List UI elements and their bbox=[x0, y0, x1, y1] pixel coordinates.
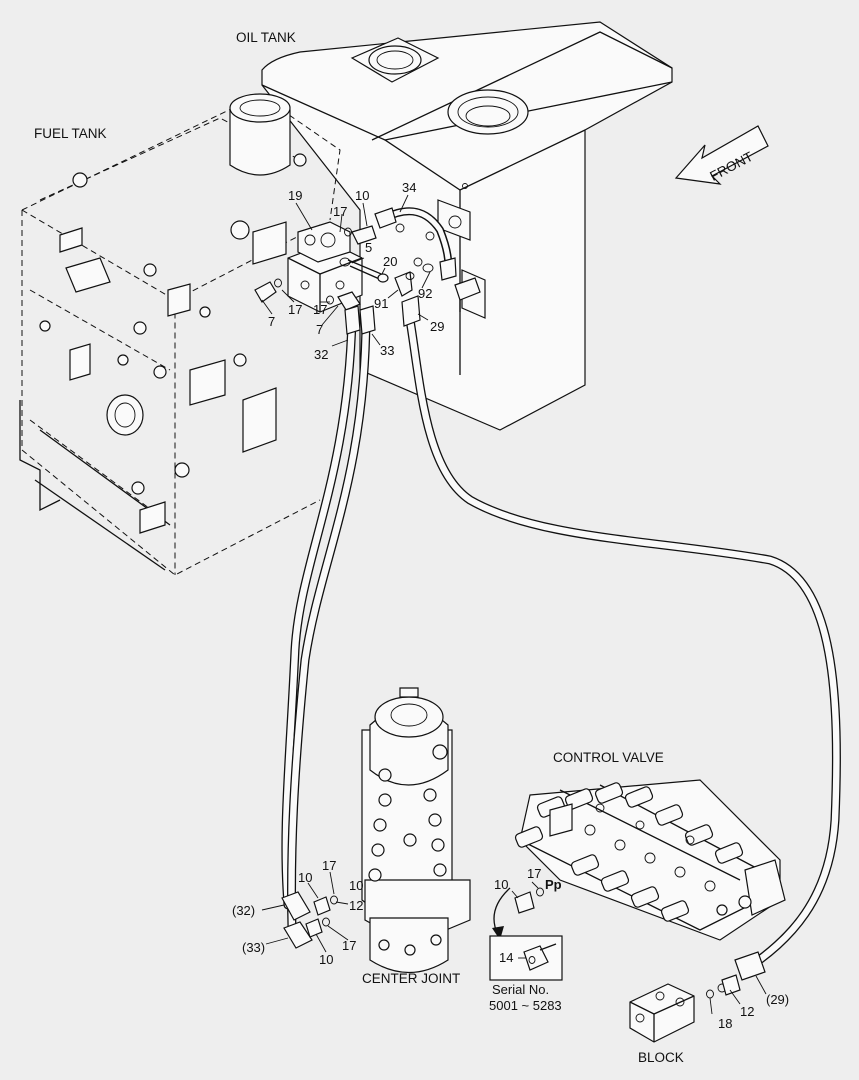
part-label-17: 17 bbox=[322, 858, 336, 873]
fuel-tank bbox=[19, 93, 341, 576]
part-label-20: 20 bbox=[383, 254, 397, 269]
part-label-10: 10 bbox=[494, 877, 508, 892]
part-label-7: 7 bbox=[268, 314, 275, 329]
center-joint-ports bbox=[368, 744, 448, 956]
part-label-5: 5 bbox=[365, 240, 372, 255]
part-label-19: 19 bbox=[288, 188, 302, 203]
part-label-29-ref: (29) bbox=[766, 992, 789, 1007]
fuel-tank-port bbox=[106, 394, 144, 436]
control-valve-spools bbox=[514, 782, 744, 922]
part-label-7: 7 bbox=[316, 322, 323, 337]
part-label-14: 14 bbox=[499, 950, 513, 965]
serial-label: Serial No. bbox=[492, 982, 549, 997]
part-label-10: 10 bbox=[298, 870, 312, 885]
fuel-tank-title: FUEL TANK bbox=[34, 126, 107, 141]
part-label-91: 91 bbox=[374, 296, 388, 311]
part-label-32: 32 bbox=[314, 347, 328, 362]
serial-range: 5001 ~ 5283 bbox=[489, 998, 562, 1013]
pilot-port-label: Pp bbox=[545, 877, 562, 892]
oil-tank-title: OIL TANK bbox=[236, 30, 296, 45]
tank-filler-port bbox=[447, 89, 529, 135]
part-label-34: 34 bbox=[402, 180, 416, 195]
part-label-32-ref: (32) bbox=[232, 903, 255, 918]
valve-block-assembly bbox=[254, 207, 481, 313]
part-label-17: 17 bbox=[333, 204, 347, 219]
part-label-10: 10 bbox=[355, 188, 369, 203]
part-label-33: 33 bbox=[380, 343, 394, 358]
tank-cover bbox=[350, 37, 440, 83]
part-label-10: 10 bbox=[319, 952, 333, 967]
part-label-17: 17 bbox=[313, 302, 327, 317]
fuel-filler-neck bbox=[229, 93, 291, 176]
control-valve-title: CONTROL VALVE bbox=[553, 750, 664, 765]
part-label-17: 17 bbox=[342, 938, 356, 953]
center-joint bbox=[361, 687, 471, 974]
part-label-17: 17 bbox=[288, 302, 302, 317]
control-valve bbox=[514, 779, 786, 941]
part-label-12: 12 bbox=[740, 1004, 754, 1019]
hose-33 bbox=[287, 313, 371, 935]
front-arrow-icon bbox=[674, 125, 769, 185]
part-label-92: 92 bbox=[418, 286, 432, 301]
block-title: BLOCK bbox=[638, 1050, 684, 1065]
part-label-29: 29 bbox=[430, 319, 444, 334]
leader-lines bbox=[261, 194, 767, 1015]
part-label-33-ref: (33) bbox=[242, 940, 265, 955]
part-label-10: 10 bbox=[349, 878, 363, 893]
part-label-12: 12 bbox=[349, 898, 363, 913]
hose-29 bbox=[405, 315, 841, 975]
part-label-18: 18 bbox=[718, 1016, 732, 1031]
block bbox=[629, 983, 695, 1043]
center-joint-title: CENTER JOINT bbox=[362, 971, 460, 986]
hose-32 bbox=[281, 313, 357, 910]
part-label-17: 17 bbox=[527, 866, 541, 881]
